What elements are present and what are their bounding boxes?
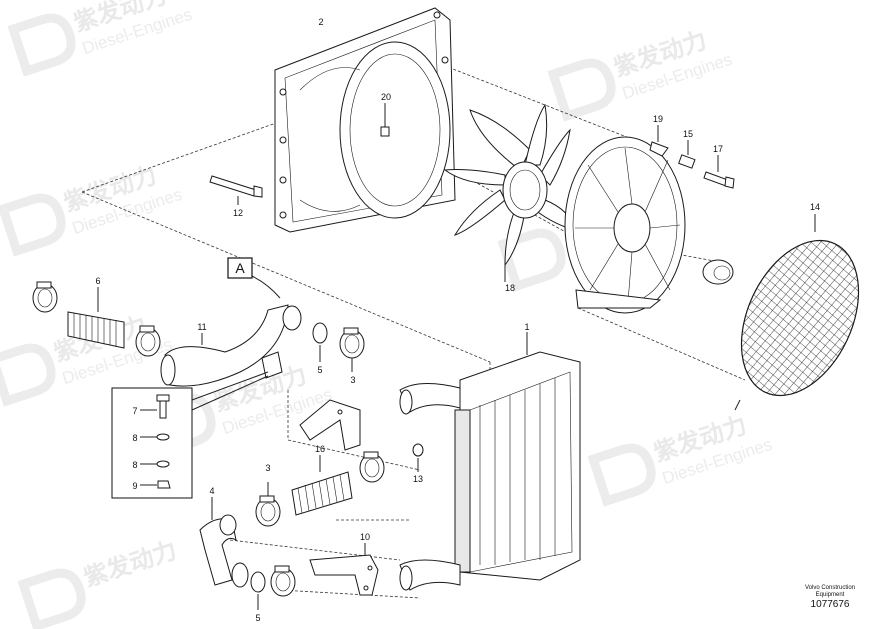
detail-box	[111, 371, 269, 499]
callout-10: 11	[197, 322, 206, 332]
brand-line-1: Volvo Construction	[804, 585, 856, 591]
watermark-tile: 紫发动力 Diesel-Engines	[587, 411, 774, 507]
brand-line-2: Equipment	[815, 592, 845, 598]
o-ring-5-bottom	[250, 571, 266, 610]
bracket-upper	[299, 399, 361, 451]
callout-14: 14	[810, 202, 820, 212]
callout-13: 13	[413, 474, 423, 484]
callout-12: 12	[233, 208, 243, 218]
bracket-11	[309, 543, 379, 596]
watermark-cn: 紫发动力	[80, 536, 180, 592]
clamp-3-top	[339, 327, 365, 372]
hose-16	[291, 455, 353, 516]
mesh-screen-14	[730, 214, 870, 411]
callout-8-a: 8	[132, 433, 137, 443]
callout-4: 4	[209, 486, 214, 496]
watermark-tile: 紫发动力	[17, 536, 180, 629]
callout-6: 6	[95, 276, 100, 286]
assembly-lines	[81, 59, 746, 599]
clamp-left-mid	[135, 325, 161, 357]
watermark-tile: 紫发动力 Diesel-Engines	[7, 0, 194, 77]
callout-19: 19	[653, 114, 663, 124]
pipe-4	[199, 497, 249, 588]
callout-9: 9	[132, 481, 137, 491]
bolt-12	[209, 175, 263, 205]
brand-block: Volvo Construction Equipment 1077676	[790, 585, 870, 611]
callout-15: 15	[683, 129, 693, 139]
spacer-15	[678, 140, 696, 169]
watermark-logo-icon	[587, 443, 656, 507]
watermark-logo-icon	[547, 58, 616, 122]
callout-16: 16	[315, 444, 325, 454]
callout-5-bottom: 5	[255, 613, 260, 623]
clamp-bottom	[270, 565, 296, 597]
bolt-13	[412, 443, 424, 472]
callout-11: 10	[360, 532, 370, 542]
callout-1: 1	[524, 322, 529, 332]
watermark-logo-icon	[497, 228, 566, 292]
callout-labels: 2 20 12 18 19 15 17 14 6 11 5 3 1 7 8 8 …	[95, 17, 820, 623]
watermark-logo-icon	[17, 568, 86, 629]
fan-motor	[702, 259, 734, 285]
clamp-right-mid	[359, 451, 385, 483]
watermark-logo-icon	[0, 193, 66, 257]
fan-guard-19	[564, 125, 686, 314]
hose-6	[67, 287, 125, 349]
watermark-logo-icon	[7, 13, 76, 77]
callout-8-b: 8	[132, 460, 137, 470]
clamp-3-mid	[255, 482, 281, 527]
callout-3-top: 3	[350, 375, 355, 385]
view-label-text: A	[235, 260, 245, 276]
callout-17: 17	[713, 144, 723, 154]
view-label-a: A	[227, 257, 281, 299]
callout-3-mid: 3	[265, 463, 270, 473]
o-ring-5-top	[312, 322, 328, 362]
callout-20: 20	[381, 92, 391, 102]
callout-2: 2	[318, 17, 323, 27]
clamp-left-top	[32, 281, 58, 313]
fan-shroud	[274, 7, 456, 233]
intercooler-1	[399, 332, 581, 591]
pipe-10	[160, 304, 302, 387]
fan-18	[443, 103, 576, 282]
callout-18: 18	[505, 283, 515, 293]
bolt-17	[703, 155, 735, 189]
watermark-tile: 紫发动力 Diesel-Engines	[547, 26, 734, 122]
callout-5-top: 5	[317, 365, 322, 375]
watermark-logo-icon	[0, 343, 56, 407]
nut-20	[380, 103, 390, 137]
watermark-tile: 紫发动力 Diesel-Engines	[0, 161, 184, 257]
callout-7: 7	[132, 406, 137, 416]
diagram-number: 1077676	[810, 599, 850, 610]
